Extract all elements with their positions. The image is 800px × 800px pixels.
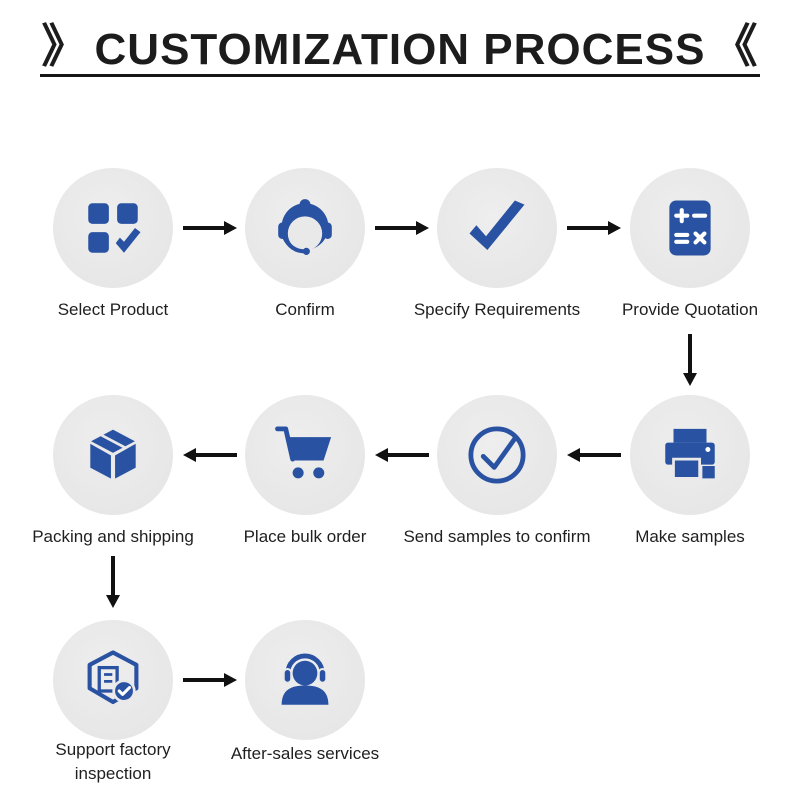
step-circle-make-samples (630, 395, 750, 515)
arrow-bulk-order-to-packing (183, 448, 237, 462)
shopping-cart-icon (275, 426, 332, 479)
step-circle-send-samples (437, 395, 557, 515)
arrow-packing-to-inspection (106, 556, 120, 608)
step-circle-confirm (245, 168, 365, 288)
title-bracket-left: 》 (41, 20, 89, 72)
arrow-samples-to-send (567, 448, 621, 462)
factory-inspection-icon (87, 650, 139, 705)
arrow-inspection-to-aftersales (183, 673, 237, 687)
step-label-specify-requirements: Specify Requirements (413, 300, 581, 319)
step-circle-specify-requirements (437, 168, 557, 288)
customer-service-agent-icon (278, 199, 332, 255)
step-circle-provide-quotation (630, 168, 750, 288)
step-label-packing-shipping: Packing and shipping (32, 527, 194, 546)
arrow-confirm-to-specify (375, 221, 429, 235)
step-circle-packing-shipping (53, 395, 173, 515)
step-label-after-sales: After-sales services (230, 744, 380, 763)
step-label-send-samples: Send samples to confirm (403, 527, 591, 546)
calculator-icon (669, 200, 711, 256)
arrow-specify-to-quotation (567, 221, 621, 235)
step-label-provide-quotation: Provide Quotation (621, 300, 759, 319)
printer-icon (665, 428, 715, 480)
step-label-select-product: Select Product (57, 300, 169, 319)
step-circle-place-bulk-order (245, 395, 365, 515)
package-box-icon (88, 428, 138, 481)
headset-support-icon (281, 653, 329, 705)
step-label-make-samples: Make samples (635, 527, 745, 546)
arrow-send-to-bulk-order (375, 448, 429, 462)
step-label-factory-inspection: Support factory inspection (55, 740, 171, 783)
arrow-select-to-confirm (183, 221, 237, 235)
title-underline (40, 74, 760, 77)
page-title: 》CUSTOMIZATION PROCESS《 (0, 12, 800, 78)
step-circle-after-sales (245, 620, 365, 740)
step-circle-factory-inspection (53, 620, 173, 740)
title-bracket-right: 《 (711, 20, 759, 72)
step-circle-select-product (53, 168, 173, 288)
product-grid-check-icon (88, 203, 141, 253)
arrow-quotation-to-samples (683, 334, 697, 386)
checkmark-icon (469, 200, 525, 250)
step-label-confirm: Confirm (275, 300, 335, 319)
step-label-place-bulk-order: Place bulk order (243, 527, 367, 546)
title-text: CUSTOMIZATION PROCESS (94, 25, 706, 74)
circle-check-icon (468, 426, 526, 484)
